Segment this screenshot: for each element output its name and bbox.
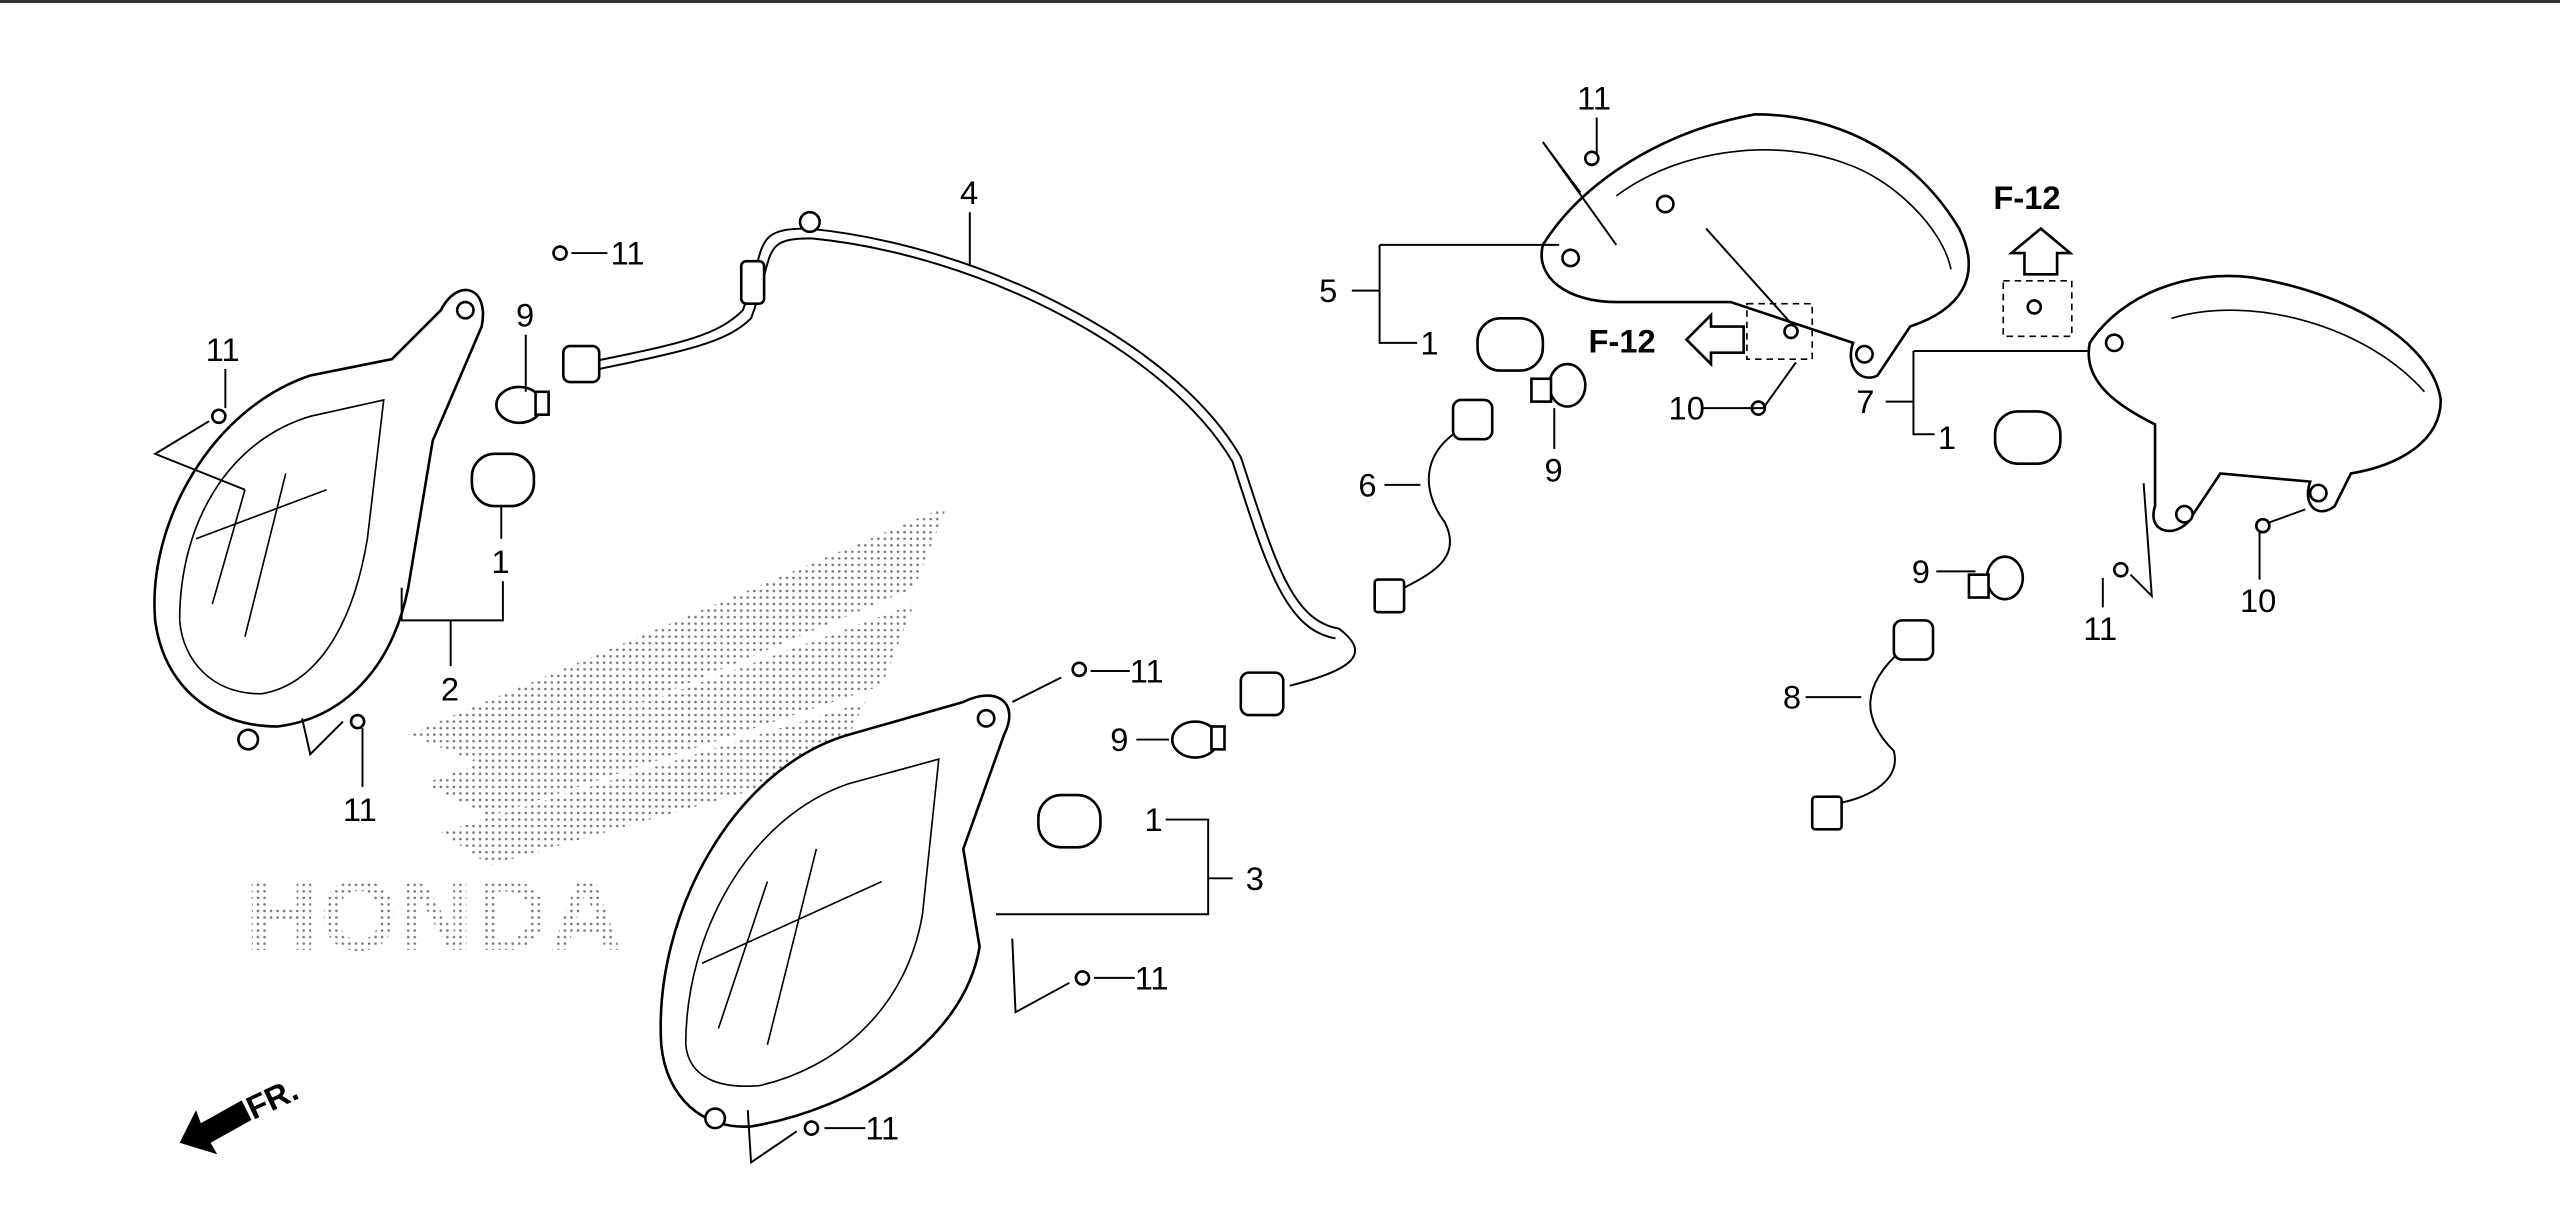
callout-1: 1 [491, 543, 509, 580]
callout-11: 11 [2083, 610, 2117, 647]
callout-labels: 11 11 11 9 1 2 11 4 5 1 10 9 6 7 1 11 9 … [206, 79, 2276, 1146]
part-8-rear-right-harness [1810, 619, 1935, 831]
callout-9: 9 [1912, 553, 1930, 590]
top-border [0, 0, 2560, 3]
callout-9: 9 [1110, 721, 1128, 758]
callout-5: 5 [1319, 272, 1337, 309]
screw-icons [210, 150, 2271, 1136]
callout-2: 2 [441, 670, 459, 707]
part-6-rear-left-harness [1373, 398, 1494, 614]
callout-11: 11 [611, 234, 645, 271]
cushion-parts [470, 317, 2062, 849]
part-5-rear-left-turn-signal [1540, 112, 1970, 379]
bulb-icons [495, 362, 2025, 759]
callout-11: 11 [1135, 959, 1169, 996]
callout-1: 1 [1938, 419, 1956, 456]
f12-reference-left: F-12 [1589, 302, 1814, 368]
watermark-text: HONDA [245, 859, 624, 972]
callout-1: 1 [1420, 324, 1438, 361]
part-3-front-right-turn-signal [659, 694, 1011, 1130]
part-4-front-wire-harness [561, 210, 1357, 717]
honda-wing-watermark: HONDA [245, 506, 947, 972]
part-2-front-left-turn-signal [153, 288, 485, 751]
callout-3: 3 [1246, 860, 1264, 897]
f12-label-right: F-12 [1993, 179, 2060, 216]
callout-10: 10 [2240, 582, 2276, 619]
callout-11: 11 [865, 1110, 899, 1147]
leader-lines [152, 117, 2306, 1165]
callout-4: 4 [960, 174, 978, 211]
callout-11: 11 [206, 331, 240, 368]
f12-reference-right: F-12 [1993, 179, 2074, 338]
part-7-rear-right-turn-signal [2087, 274, 2443, 533]
callout-8: 8 [1783, 679, 1801, 716]
callout-11: 11 [343, 791, 377, 828]
callout-10: 10 [1669, 390, 1705, 427]
callout-7: 7 [1856, 383, 1874, 420]
callout-9: 9 [1544, 452, 1562, 489]
callout-1: 1 [1144, 801, 1162, 838]
front-direction-arrow: FR. [179, 1071, 304, 1155]
callout-9: 9 [516, 297, 534, 334]
f12-label-left: F-12 [1589, 323, 1656, 360]
callout-11: 11 [1577, 79, 1611, 116]
callout-6: 6 [1358, 466, 1376, 503]
callout-11: 11 [1130, 652, 1164, 689]
